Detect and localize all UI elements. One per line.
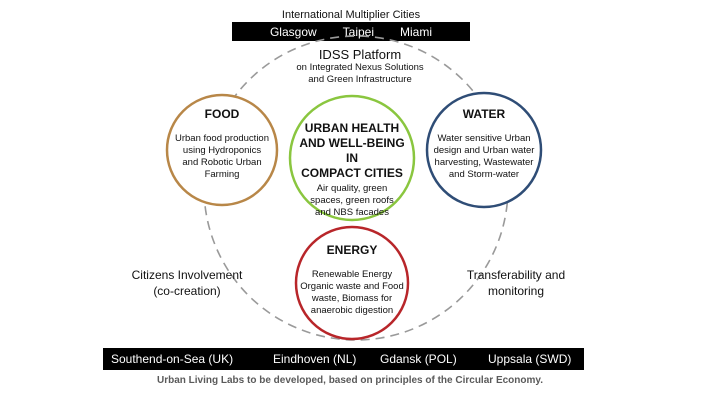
water-description-line: and Storm-water [448,169,520,180]
living-lab-city: Southend-on-Sea (UK) [111,352,234,366]
side-label-line: monitoring [487,284,545,298]
idss-platform-label: IDSS Platform on Integrated Nexus Soluti… [260,47,460,86]
food-node: FOOD Urban food production using Hydropo… [170,107,274,181]
energy-description-line: Organic waste and Food [300,281,404,292]
food-description-line: Farming [204,169,240,180]
food-circle [165,93,279,207]
health-title-line: URBAN HEALTH [304,121,400,135]
transferability-label: Transferability and monitoring [446,267,586,299]
energy-description-line: waste, Biomass for [311,293,393,304]
multiplier-city: Taipei [342,24,375,39]
multiplier-city: Miami [400,24,433,39]
food-description-line: using Hydroponics [182,145,262,156]
water-circle [425,91,543,209]
energy-circle [294,225,410,341]
living-lab-city: Gdansk (POL) [380,352,457,366]
health-circle [288,94,416,222]
energy-description-line: anaerobic digestion [310,305,394,316]
health-description: Air quality, green spaces, green roofs a… [296,183,408,219]
living-lab-city: Eindhoven (NL) [273,352,357,366]
multiplier-cities-bar: Glasgow Taipei Miami [232,22,470,41]
multiplier-cities-caption: International Multiplier Cities [281,9,421,21]
food-description: Urban food production using Hydroponics … [170,133,274,181]
idss-platform-title: IDSS Platform [318,47,402,62]
water-description-line: harvesting, Wastewater [434,157,534,168]
health-description-line: spaces, green roofs [310,195,394,206]
side-label-line: Transferability and [466,268,566,282]
health-title-line: AND WELL-BEING IN [299,136,405,165]
health-title-line: COMPACT CITIES [301,166,403,180]
living-lab-city: Uppsala (SWD) [488,352,572,366]
circular-economy-footer: Urban Living Labs to be developed, based… [157,375,543,386]
water-description: Water sensitive Urban design and Urban w… [426,133,542,181]
water-title: WATER [462,107,506,121]
energy-title: ENERGY [326,243,378,257]
citizens-involvement-label: Citizens Involvement (co-creation) [112,267,262,299]
health-description-line: and NBS facades [315,207,389,218]
health-title: URBAN HEALTH AND WELL-BEING IN COMPACT C… [296,121,408,181]
idss-platform-subtitle: on Integrated Nexus Solutions [296,62,424,73]
food-title: FOOD [204,107,240,121]
water-description-line: design and Urban water [433,145,535,156]
health-description-line: Air quality, green [316,183,388,194]
side-label-line: Citizens Involvement [131,268,243,282]
food-description-line: and Robotic Urban [182,157,262,168]
multiplier-city: Glasgow [269,24,317,39]
idss-platform-subtitle: and Green Infrastructure [308,74,412,85]
energy-description: Renewable Energy Organic waste and Food … [298,269,406,317]
energy-node: ENERGY Renewable Energy Organic waste an… [298,243,406,317]
energy-description-line: Renewable Energy [311,269,393,280]
food-description-line: Urban food production [174,133,269,144]
side-label-line: (co-creation) [153,284,221,298]
water-node: WATER Water sensitive Urban design and U… [426,107,542,181]
living-labs-bar: Southend-on-Sea (UK) Eindhoven (NL) Gdan… [103,348,584,370]
health-node: URBAN HEALTH AND WELL-BEING IN COMPACT C… [296,121,408,219]
water-description-line: Water sensitive Urban [437,133,531,144]
